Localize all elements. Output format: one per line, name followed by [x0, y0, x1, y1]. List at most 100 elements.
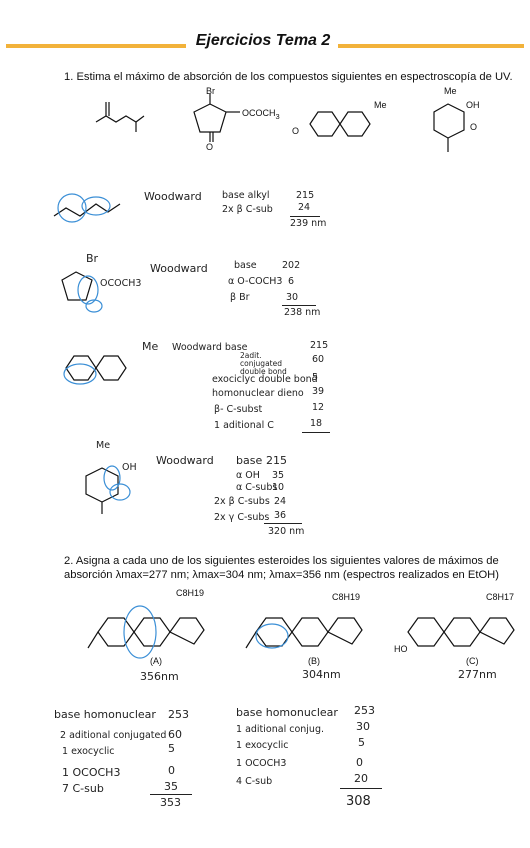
woodward-1-method: Woodward	[144, 190, 202, 203]
molecule-hydroxyenone	[433, 103, 465, 152]
woodward-4-line-5-label: 2x γ C-subs	[214, 512, 270, 523]
hand-molecule-4	[85, 465, 131, 514]
woodward-3-line-2-label: 2adit. conjugated double bond	[240, 351, 287, 376]
hand-molecule-1	[53, 193, 121, 223]
calc-a-line-1-label: base homonuclear	[54, 708, 156, 721]
hand-label-br: Br	[86, 252, 99, 265]
woodward-3-line-5-label: β- C-subst	[214, 404, 263, 415]
calc-a-line-3-value: 5	[168, 742, 175, 755]
steroid-b	[245, 617, 363, 649]
calc-b-line-4-label: 1 OCOCH3	[236, 758, 287, 769]
molecule-cyclopentenone-br	[193, 94, 240, 142]
woodward-3-line-3-label: exociclyc double bond	[212, 374, 318, 385]
woodward-1-line-1-label: base alkyl	[222, 190, 270, 201]
label-br: Br	[206, 86, 215, 96]
hand-molecule-2	[61, 271, 103, 313]
page-header: Ejercicios Tema 2	[0, 24, 530, 60]
woodward-3-line-6-label: 1 aditional C	[214, 420, 274, 431]
calc-a-line-4-label: 1 OCOCH3	[62, 766, 121, 779]
woodward-3-line-6-value: 18	[310, 418, 323, 429]
page-title: Ejercicios Tema 2	[195, 32, 331, 49]
calc-a-line-3-label: 1 exocyclic	[62, 746, 115, 757]
label-o-3: O	[470, 122, 478, 132]
calc-a-line-5-label: 7 C-sub	[62, 782, 104, 795]
woodward-2-method: Woodward	[150, 262, 208, 275]
steroid-a-label: (A)	[150, 656, 162, 666]
calc-b-line-3-label: 1 exocyclic	[236, 740, 289, 751]
woodward-1-line-2-label: 2x β C-sub	[222, 204, 273, 215]
calc-b-rule	[340, 788, 382, 789]
woodward-1-rule	[290, 216, 320, 217]
woodward-3-rule	[302, 432, 330, 433]
label-o-2: O	[292, 126, 300, 136]
woodward-4-line-2-label: α OH	[236, 470, 260, 481]
hand-label-oh: OH	[122, 462, 137, 473]
calc-a-line-1-value: 253	[168, 708, 189, 721]
label-ococh3-text: OCOCH	[242, 108, 276, 118]
woodward-4-line-5-value: 36	[274, 510, 287, 521]
steroid-a-substituent: C8H19	[176, 588, 205, 598]
hand-label-me-2: Me	[96, 440, 111, 451]
label-me-2: Me	[444, 86, 457, 96]
woodward-2-rule	[282, 305, 316, 306]
woodward-3-line-1-value: 215	[310, 340, 329, 351]
woodward-4-line-1-label: base	[236, 454, 263, 467]
label-me-1: Me	[374, 100, 387, 110]
calc-b-line-5-label: 4 C-sub	[236, 776, 273, 787]
calc-a-line-4-value: 0	[168, 764, 175, 777]
woodward-4-total: 320 nm	[268, 526, 305, 537]
steroid-c-substituent: C8H17	[486, 592, 515, 602]
calc-b-line-1-label: base homonuclear	[236, 706, 338, 719]
hand-molecule-3	[63, 355, 127, 385]
calc-b-line-5-value: 20	[354, 772, 368, 785]
woodward-2-line-1-value: 202	[282, 260, 301, 271]
woodward-2-line-3-value: 30	[286, 292, 299, 303]
woodward-3-line-3-value: 5	[312, 372, 319, 383]
calc-a-line-5-value: 35	[164, 780, 178, 793]
header-rule-right	[338, 44, 524, 48]
woodward-4-line-4-label: 2x β C-subs	[214, 496, 270, 507]
steroid-c-ho: HO	[394, 644, 408, 654]
woodward-2-line-1-label: base	[234, 260, 257, 271]
woodward-3-line-2-value: 60	[312, 354, 325, 365]
question-2-text: 2. Asigna a cada uno de los siguientes e…	[64, 555, 499, 581]
label-ococh3: OCOCH3	[242, 108, 280, 121]
hand-label-me: Me	[142, 340, 159, 353]
label-o-1: O	[206, 142, 214, 152]
woodward-2-line-3-label: β Br	[230, 292, 250, 303]
woodward-4-line-3-label: α C-subs	[236, 482, 278, 493]
calc-b-total: 308	[346, 794, 371, 809]
woodward-2-line-2-label: α O-COCH3	[228, 276, 283, 287]
woodward-4-method: Woodward	[156, 454, 214, 467]
calc-b-line-2-value: 30	[356, 720, 370, 733]
woodward-2-total: 238 nm	[284, 307, 321, 318]
label-oh-1: OH	[466, 100, 480, 110]
steroid-a	[87, 605, 205, 659]
calc-a-rule	[150, 794, 192, 795]
molecule-enone-1	[95, 102, 145, 132]
calc-b-line-2-label: 1 aditional conjug.	[236, 724, 325, 735]
woodward-2-line-2-value: 6	[288, 276, 295, 287]
woodward-4-line-3-value: 10	[272, 482, 285, 493]
calc-b-line-1-value: 253	[354, 704, 375, 717]
hand-label-ococh3: OCOCH3	[100, 278, 142, 289]
calc-a-line-2-label: 2 aditional conjugated	[60, 730, 167, 741]
steroid-b-label: (B)	[308, 656, 320, 666]
woodward-3-line-5-value: 12	[312, 402, 325, 413]
steroid-c-answer: 277nm	[458, 668, 497, 681]
calc-a-total: 353	[160, 796, 181, 809]
steroid-c	[407, 617, 515, 647]
steroid-b-substituent: C8H19	[332, 592, 361, 602]
steroid-a-answer: 356nm	[140, 670, 179, 683]
header-rule-left	[6, 44, 186, 48]
steroid-c-label: (C)	[466, 656, 479, 666]
woodward-4-line-2-value: 35	[272, 470, 285, 481]
label-ococh3-sub: 3	[275, 111, 280, 121]
woodward-1-total: 239 nm	[290, 218, 327, 229]
molecule-bicyclic-dienone	[309, 111, 371, 137]
woodward-4-rule	[264, 523, 302, 524]
woodward-3-line-4-value: 39	[312, 386, 325, 397]
calc-b-line-4-value: 0	[356, 756, 363, 769]
woodward-1-line-2-value: 24	[298, 202, 311, 213]
woodward-4-line-1-value: 215	[266, 454, 287, 467]
